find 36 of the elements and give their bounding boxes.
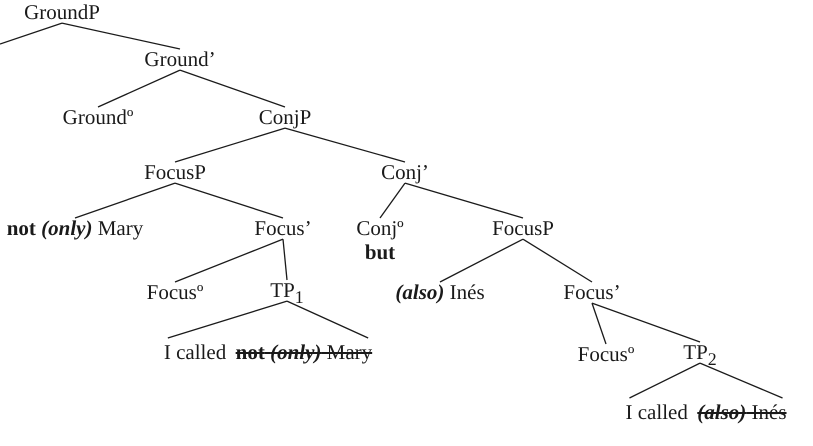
branch-line: [440, 238, 524, 283]
branch-line: [379, 182, 406, 218]
tree-node-label: (also) Inés: [395, 280, 485, 304]
branch-line: [282, 239, 288, 280]
tree-node-label: ConjP: [258, 105, 312, 130]
triangle-roof: [167, 300, 369, 339]
branch-line: [74, 182, 176, 219]
tree-node-label: Focus’: [563, 280, 621, 304]
tree-node-label: Focusº: [146, 280, 204, 304]
branch-line: [174, 238, 284, 283]
tree-node-label: TP$_{2}$: [683, 340, 717, 364]
tree-node-label: FocusP: [144, 160, 206, 184]
tree-node-label: Focus’: [254, 216, 312, 240]
triangle-roof: [628, 362, 784, 399]
tree-node-label: Conj’: [381, 160, 429, 184]
tree-node-label: Focusº: [578, 342, 634, 366]
tree-node-label: not (only) Mary: [6, 216, 144, 240]
tree-node-label: I called not (only) Mary: [164, 340, 372, 364]
branch-line: [98, 70, 180, 108]
branch-line: [404, 182, 524, 219]
tree-node-label: GroundP: [24, 0, 100, 24]
branch-line: [522, 238, 592, 283]
tree-node-label: Ground’: [144, 47, 216, 72]
tree-node-label: TP$_{1}$: [270, 278, 304, 302]
branch-line: [174, 182, 284, 219]
tree-node-label: Groundº: [62, 105, 134, 130]
branch-line: [592, 302, 700, 343]
tree-node-label: Conjº but: [356, 216, 404, 264]
branch-line: [0, 22, 62, 45]
branch-line: [591, 302, 607, 344]
branch-line: [62, 22, 180, 50]
branch-line: [174, 128, 286, 163]
branch-line: [284, 128, 406, 163]
tree-node-label: I called (also) Inés: [625, 400, 787, 424]
tree-node-label: FocusP: [492, 216, 554, 240]
branch-line: [180, 70, 286, 108]
